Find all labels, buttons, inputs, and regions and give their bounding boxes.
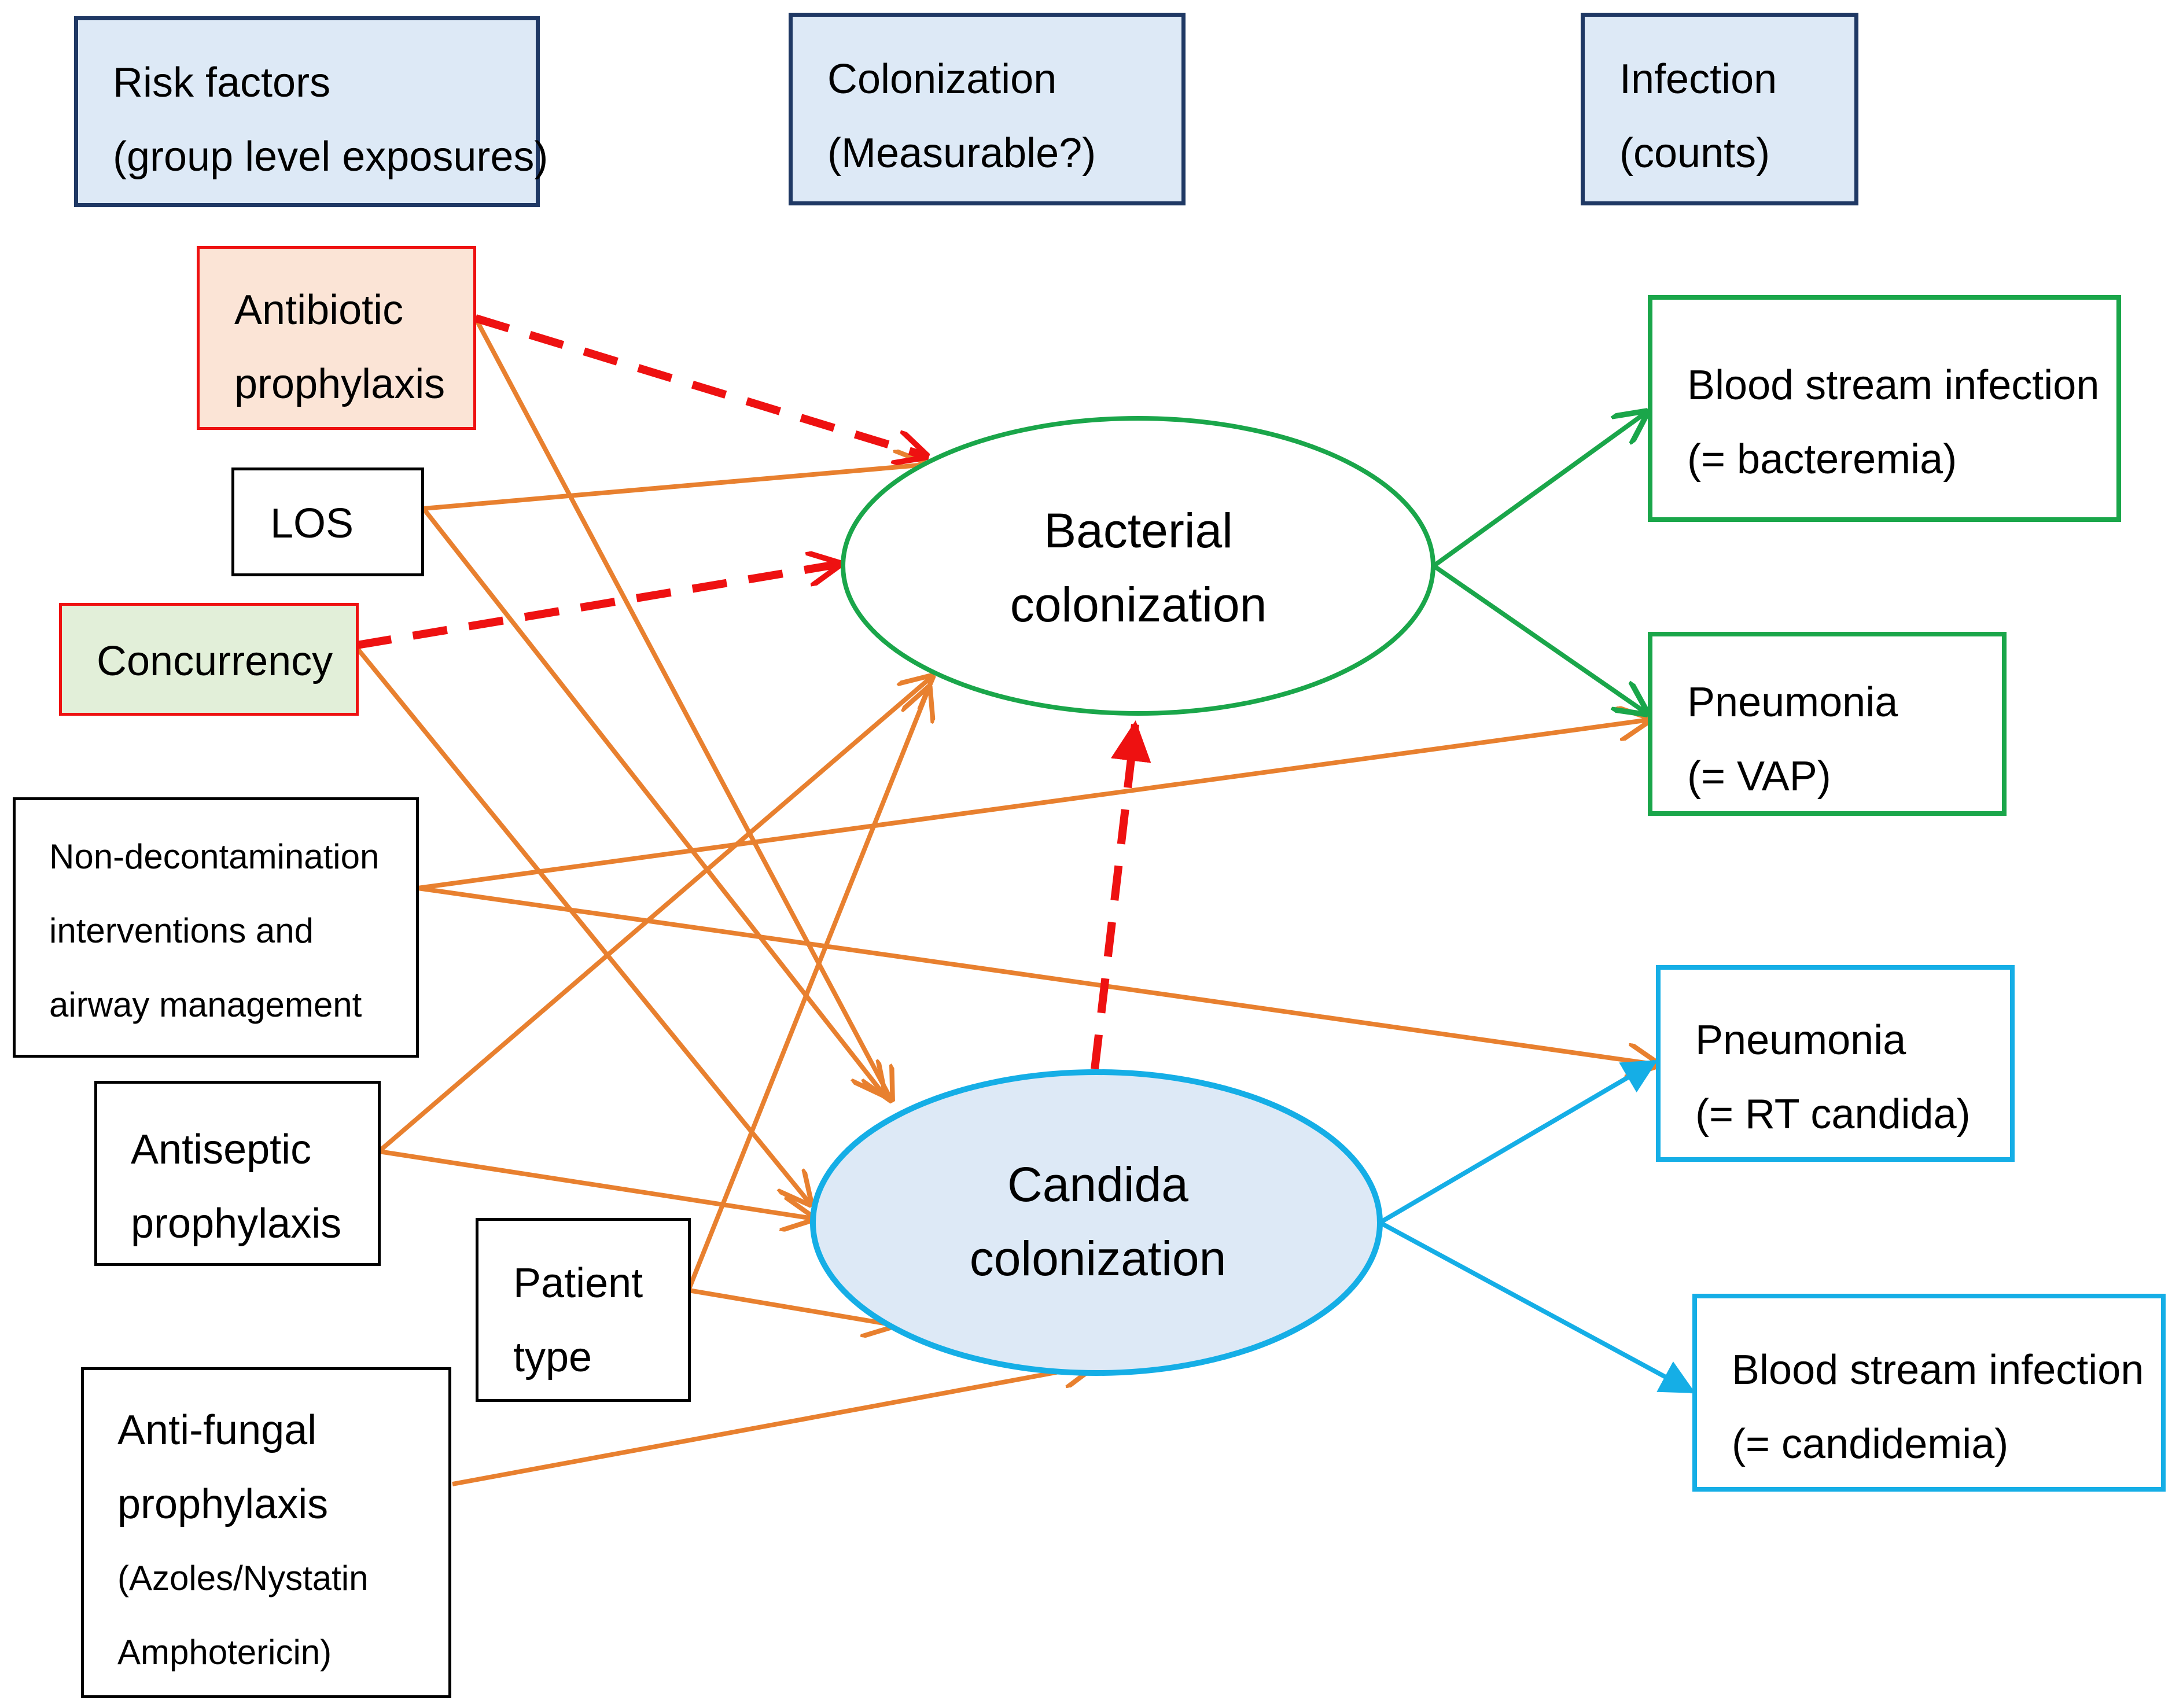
antiseptic-line-2: prophylaxis (131, 1201, 342, 1247)
header-infection-title: Infection (1619, 56, 1777, 102)
header-risk-title: Risk factors (113, 60, 331, 106)
bacterial-colonization-label: Bacterial colonization (926, 494, 1351, 642)
arrow-concurrency-to-candida (355, 646, 810, 1203)
arrow-antibiotic-to-bacterial (474, 314, 926, 456)
candida-colonization-label: Candida colonization (885, 1147, 1310, 1295)
arrow-concurrency-to-bacterial (356, 564, 839, 649)
nondecon-line-2: interventions and (49, 911, 314, 950)
patient-line-2: type (513, 1334, 592, 1381)
outcome-bsi-candidemia: Blood stream infection (= candidemia) (1692, 1294, 2166, 1492)
nondecon-line-3: airway management (49, 985, 362, 1024)
header-colonization-subtitle: (Measurable?) (827, 130, 1096, 176)
outcome-bsi-bacteremia: Blood stream infection (= bacteremia) (1648, 295, 2121, 522)
rt-line-2: (= RT candida) (1695, 1091, 1971, 1138)
antibiotic-line-2: prophylaxis (234, 361, 446, 407)
arrow-antibiotic-to-candida (473, 317, 891, 1099)
bsi-bact-line-1: Blood stream infection (1687, 362, 2100, 408)
risk-los: LOS (231, 468, 424, 576)
vap-line-2: (= VAP) (1687, 753, 1831, 800)
antiseptic-line-1: Antiseptic (131, 1127, 312, 1173)
antifungal-line-3: (Azoles/Nystatin (117, 1559, 369, 1597)
antifungal-line-2: prophylaxis (117, 1481, 329, 1527)
candida-line-1: Candida (1007, 1157, 1188, 1212)
header-colonization-title: Colonization (827, 56, 1057, 102)
bacterial-line-2: colonization (1010, 577, 1267, 632)
rt-line-1: Pneumonia (1695, 1017, 1906, 1063)
arrow-patient-to-bacterial (686, 689, 929, 1291)
arrow-candida-to-bacterial (1091, 720, 1151, 1070)
header-infection: Infection (counts) (1581, 13, 1858, 205)
risk-concurrency: Concurrency (59, 603, 359, 716)
arrow-antiseptic-to-candida (378, 1149, 813, 1219)
los-label: LOS (270, 500, 354, 547)
bacterial-line-1: Bacterial (1044, 503, 1233, 558)
arrow-candida-to-rt (1378, 1059, 1658, 1225)
arrow-los-to-bacterial (423, 465, 926, 511)
risk-antiseptic-prophylaxis: Antiseptic prophylaxis (94, 1081, 381, 1266)
bsi-cand-line-2: (= candidemia) (1732, 1421, 2009, 1467)
candida-line-2: colonization (969, 1231, 1227, 1286)
arrow-candida-to-candidemia (1379, 1220, 1696, 1394)
bsi-bact-line-2: (= bacteremia) (1687, 436, 1957, 483)
vap-line-1: Pneumonia (1687, 679, 1898, 726)
risk-non-decontamination: Non-decontamination interventions and ai… (13, 797, 419, 1058)
arrow-antifungal-to-candida (452, 1365, 1094, 1486)
header-risk-factors: Risk factors (group level exposures) (74, 16, 548, 207)
patient-line-1: Patient (513, 1260, 643, 1306)
risk-patient-type: Patient type (476, 1218, 691, 1402)
header-colonization: Colonization (Measurable?) (789, 13, 1186, 205)
bsi-cand-line-1: Blood stream infection (1732, 1347, 2144, 1393)
antibiotic-line-1: Antibiotic (234, 287, 404, 333)
outcome-pneumonia-vap: Pneumonia (= VAP) (1648, 632, 2007, 816)
arrow-antiseptic-to-bacterial (377, 677, 932, 1154)
header-risk-subtitle: (group level exposures) (113, 134, 548, 180)
concurrency-label: Concurrency (97, 638, 333, 684)
header-infection-subtitle: (counts) (1619, 130, 1770, 176)
arrow-bacterial-to-vap (1432, 564, 1646, 713)
arrow-nondecon-to-rt (417, 886, 1658, 1065)
arrow-bacterial-to-bsi (1432, 413, 1646, 568)
nondecon-line-1: Non-decontamination (49, 837, 380, 876)
outcome-pneumonia-rt-candida: Pneumonia (= RT candida) (1656, 965, 2015, 1162)
candida-colonization-ellipse (810, 1069, 1383, 1376)
risk-antibiotic-prophylaxis: Antibiotic prophylaxis (197, 246, 476, 430)
antifungal-line-1: Anti-fungal (117, 1407, 317, 1453)
risk-antifungal-prophylaxis: Anti-fungal prophylaxis (Azoles/Nystatin… (81, 1367, 451, 1698)
arrow-nondecon-to-vap (417, 720, 1649, 890)
arrow-patient-to-candida (688, 1288, 894, 1325)
bacterial-colonization-ellipse (841, 416, 1435, 716)
antifungal-line-4: Amphotericin) (117, 1633, 332, 1672)
